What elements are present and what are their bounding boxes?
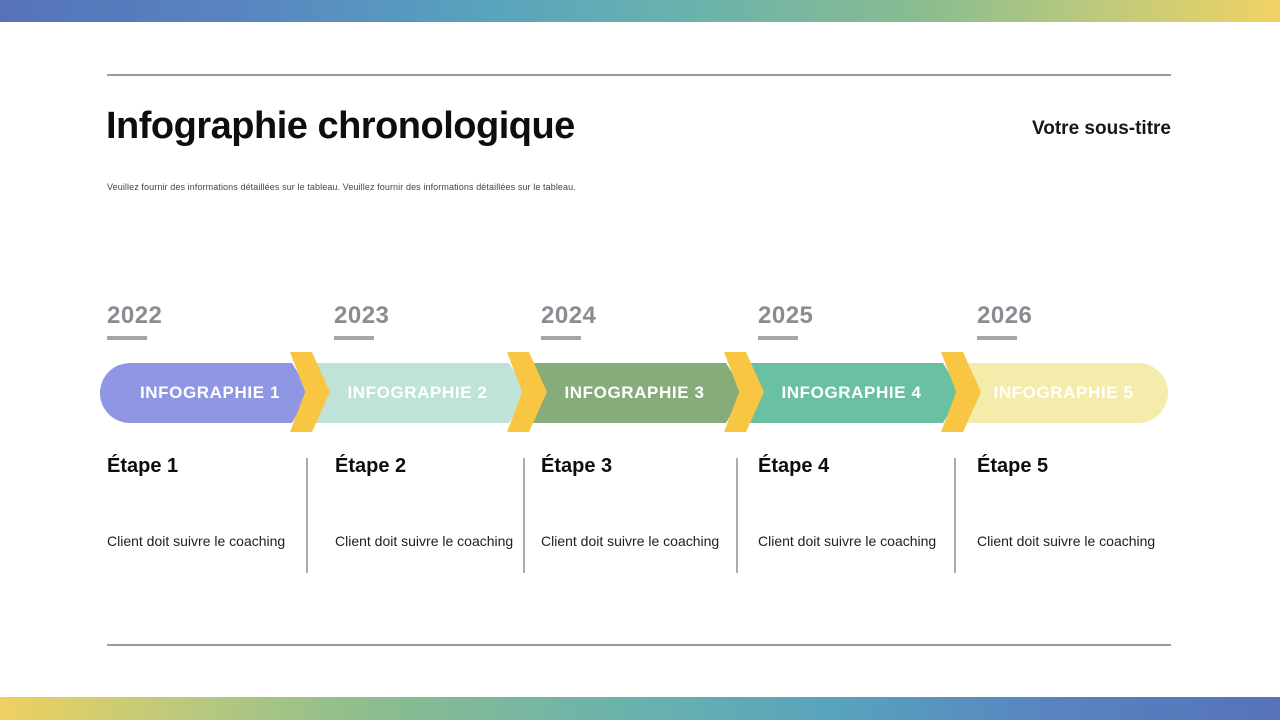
bottom-gradient-bar [0, 697, 1280, 720]
year-label: 2022 [107, 302, 163, 329]
top-divider-line [107, 74, 1171, 76]
step-title-2: Étape 2 [335, 455, 407, 477]
step-divider [736, 458, 738, 573]
step-description-1: Client doit suivre le coaching [107, 533, 286, 549]
top-gradient-bar [0, 0, 1280, 22]
year-underline [541, 336, 581, 340]
page-title: Infographie chronologique [106, 105, 575, 147]
timeline-segment-1: INFOGRAPHIE 1 [100, 363, 310, 423]
step-description-5: Client doit suivre le coaching [977, 533, 1156, 549]
step-description-2: Client doit suivre le coaching [335, 533, 514, 549]
timeline-year: 2025 [758, 302, 813, 340]
step-divider [523, 458, 525, 573]
step-description-3: Client doit suivre le coaching [541, 533, 720, 549]
timeline-segment-4: INFOGRAPHIE 4 [742, 363, 961, 423]
year-underline [977, 336, 1017, 340]
timeline-segment-2: INFOGRAPHIE 2 [308, 363, 527, 423]
timeline-year: 2022 [107, 302, 162, 340]
year-underline [758, 336, 798, 340]
timeline-year: 2023 [334, 302, 389, 340]
bottom-divider-line [107, 644, 1171, 646]
year-label: 2026 [977, 302, 1033, 329]
year-label: 2024 [541, 302, 597, 329]
year-label: 2025 [758, 302, 814, 329]
step-title-3: Étape 3 [541, 455, 613, 477]
step-divider [306, 458, 308, 573]
timeline-segment-5: INFOGRAPHIE 5 [959, 363, 1168, 423]
year-label: 2023 [334, 302, 390, 329]
timeline-year: 2024 [541, 302, 596, 340]
step-divider [954, 458, 956, 573]
year-underline [107, 336, 147, 340]
timeline-year: 2026 [977, 302, 1032, 340]
step-title-4: Étape 4 [758, 455, 830, 477]
step-description-4: Client doit suivre le coaching [758, 533, 937, 549]
page-description: Veuillez fournir des informations détail… [107, 182, 576, 192]
step-title-1: Étape 1 [107, 455, 179, 477]
year-underline [334, 336, 374, 340]
step-title-5: Étape 5 [977, 455, 1049, 477]
timeline-segment-3: INFOGRAPHIE 3 [525, 363, 744, 423]
page-subtitle: Votre sous-titre [1031, 118, 1171, 139]
